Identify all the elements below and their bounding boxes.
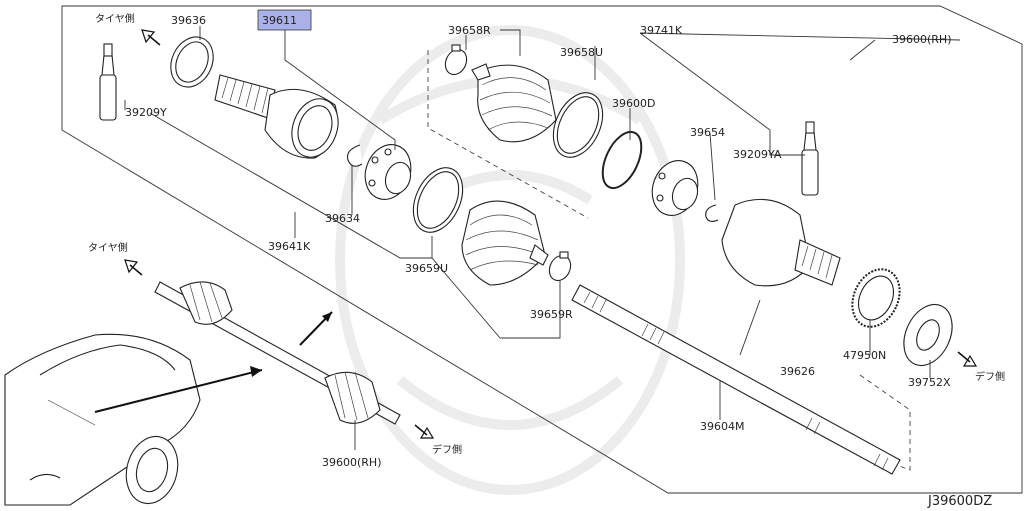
small-band-39658R	[444, 44, 468, 76]
labels: タイヤ側 39636 39611 39658R 39741K 39600(RH)…	[88, 12, 1005, 509]
ring-39600D	[601, 130, 643, 190]
boot-band-39659U	[412, 167, 464, 233]
outer-cv-joint-39611	[214, 74, 339, 159]
label-39634: 39634	[325, 212, 360, 225]
assembled-driveshaft	[154, 281, 401, 425]
inner-cage	[651, 160, 699, 216]
label-39209Y: 39209Y	[125, 106, 167, 119]
leader-lines	[124, 26, 961, 450]
label-39658U: 39658U	[560, 46, 603, 59]
label-39626: 39626	[780, 365, 815, 378]
grease-tube-39209Y	[99, 43, 117, 121]
label-39641K: 39641K	[268, 240, 311, 253]
label-39600RH-bottom: 39600(RH)	[322, 456, 382, 469]
label-39636: 39636	[171, 14, 206, 27]
ring-39636	[170, 36, 214, 88]
label-39654: 39654	[690, 126, 725, 139]
highlight-39611	[257, 9, 312, 31]
small-band-39659R	[548, 251, 572, 282]
circlip-39634	[346, 144, 363, 167]
assembly-frame	[61, 5, 1023, 494]
boot-kit-dashed-upper	[427, 50, 589, 219]
label-39659U: 39659U	[405, 262, 448, 275]
sensor-ring-47950N	[851, 268, 901, 328]
inner-cv-housing-39626	[721, 198, 841, 287]
label-tire-side-top: タイヤ側	[95, 12, 135, 25]
label-39611: 39611	[262, 14, 297, 27]
boot-upper-39741K	[471, 63, 557, 143]
label-47950N: 47950N	[843, 349, 886, 362]
label-39658R: 39658R	[448, 24, 491, 37]
cage-bearing	[364, 144, 412, 200]
label-39209YA: 39209YA	[733, 148, 782, 161]
shaft-39604M	[571, 284, 901, 475]
diagram-code: J39600DZ	[927, 494, 992, 509]
boot-outer-lower	[461, 200, 549, 286]
label-39604M: 39604M	[700, 420, 744, 433]
vehicle-outline	[4, 333, 201, 506]
label-39752X: 39752X	[908, 376, 951, 389]
label-diff-side-bottom: デフ側	[432, 443, 462, 456]
label-tire-side-bottom: タイヤ側	[88, 241, 128, 254]
label-diff-side-right: デフ側	[975, 370, 1005, 383]
label-39600D: 39600D	[612, 97, 655, 110]
direction-arrows	[94, 29, 978, 439]
grease-tube-39209YA	[801, 121, 819, 196]
label-39659R: 39659R	[530, 308, 573, 321]
boot-band-39658U	[552, 92, 604, 158]
boot-kit-dashed-lower	[859, 374, 911, 471]
label-39600RH-top: 39600(RH)	[892, 33, 952, 46]
label-39741K: 39741K	[640, 24, 683, 37]
circlip-39654	[705, 204, 719, 223]
dust-shield-39752X	[903, 303, 953, 367]
